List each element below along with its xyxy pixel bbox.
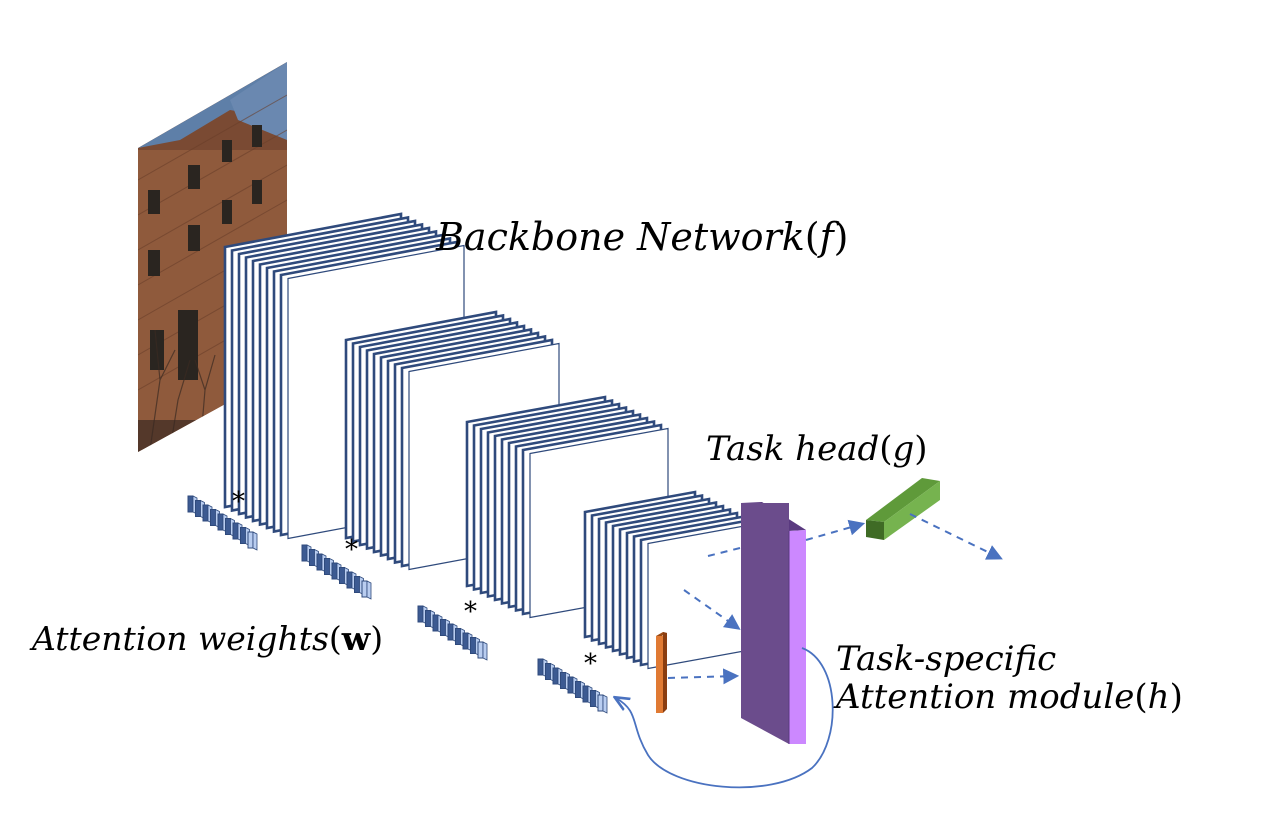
attention-weight-bar xyxy=(210,509,216,526)
attention-weight-bar xyxy=(552,667,559,685)
attention-weight-bar xyxy=(597,694,604,712)
attention-weight-bar xyxy=(417,605,424,623)
attention-module-label-var: h xyxy=(1147,677,1170,717)
conv-operators: * * * * xyxy=(232,487,597,679)
attention-weight-bar xyxy=(316,553,323,571)
attention-weight-bar xyxy=(301,544,308,562)
attention-weight-bar xyxy=(240,527,246,544)
conv-operator-4: * xyxy=(584,649,597,679)
attention-weight-bar xyxy=(195,500,201,517)
attention-weight-bar-side xyxy=(252,531,258,551)
attention-weight-group-2 xyxy=(301,544,372,600)
attention-weight-bar xyxy=(225,518,231,535)
arrow-module-to-head xyxy=(805,519,866,541)
backbone-layers xyxy=(223,212,759,670)
attention-weight-bar xyxy=(432,614,439,632)
backbone-label-text: Backbone Network xyxy=(436,215,805,259)
attention-weight-bar xyxy=(331,562,338,580)
attention-weights xyxy=(187,495,608,714)
attention-weight-bar xyxy=(582,685,589,703)
attention-module-label-text: Attention module xyxy=(836,677,1135,717)
arrow-module-to-weights xyxy=(616,647,834,789)
attention-weight-group-1 xyxy=(187,495,258,551)
attention-weight-bar xyxy=(455,628,461,645)
attention-weight-bar xyxy=(545,663,551,680)
backbone-label: Backbone Network(f) xyxy=(436,215,849,259)
attention-weight-bar xyxy=(567,676,574,694)
attention-weight-bar xyxy=(462,632,469,650)
conv-operator-1: * xyxy=(232,487,245,517)
attention-weight-bar xyxy=(309,549,315,566)
attention-weight-bar xyxy=(440,619,446,636)
attention-weight-bar-side xyxy=(602,694,608,714)
attention-weight-bar xyxy=(354,576,360,593)
conv-operator-3: * xyxy=(464,597,477,627)
attention-weight-bar-side xyxy=(366,580,372,600)
arrow-head-output xyxy=(909,513,1003,560)
attention-weights-label-text: Attention weights xyxy=(32,619,329,658)
attention-weight-bar xyxy=(425,610,431,627)
attention-weight-bar xyxy=(202,504,209,522)
arrows xyxy=(616,513,1003,789)
attention-weight-group-3 xyxy=(417,605,488,661)
attention-weight-bar xyxy=(590,690,596,707)
task-head-block xyxy=(866,478,940,540)
feature-vector xyxy=(656,632,667,713)
attention-weight-bar xyxy=(537,658,544,676)
attention-module-label-line2: Attention module(h) xyxy=(836,677,1183,717)
backbone-label-var: f xyxy=(819,215,834,259)
attention-weight-bar-side xyxy=(482,641,488,661)
attention-weight-bar xyxy=(232,522,239,540)
attention-weight-bar xyxy=(575,681,581,698)
attention-weight-bar xyxy=(187,495,194,513)
attention-weight-group-4 xyxy=(537,658,608,714)
attention-weight-bar xyxy=(346,571,353,589)
attention-module-label-line1: Task-specific xyxy=(836,639,1057,679)
attention-weights-label: Attention weights(w) xyxy=(32,619,384,658)
attention-weight-bar xyxy=(324,558,330,575)
task-head-label-text: Task head xyxy=(706,429,880,469)
backbone-layer-4 xyxy=(583,490,759,670)
attention-module-block xyxy=(741,502,806,744)
task-head-label: Task head(g) xyxy=(706,429,928,469)
conv-operator-2: * xyxy=(345,535,358,565)
attention-weights-label-var: w xyxy=(341,619,371,658)
attention-weight-bar xyxy=(339,567,345,584)
arrow-layer4-to-module xyxy=(707,547,741,557)
attention-weight-bar xyxy=(217,513,224,531)
arrow-layer4-to-module-2 xyxy=(683,589,741,630)
attention-weight-bar xyxy=(247,531,254,549)
arrow-vector-to-module xyxy=(667,668,740,685)
attention-weight-bar xyxy=(470,637,476,654)
attention-weight-bar xyxy=(447,623,454,641)
task-head-label-var: g xyxy=(892,429,915,469)
attention-weight-bar xyxy=(361,580,368,598)
attention-weight-bar xyxy=(560,672,566,689)
attention-weight-bar xyxy=(477,641,484,659)
